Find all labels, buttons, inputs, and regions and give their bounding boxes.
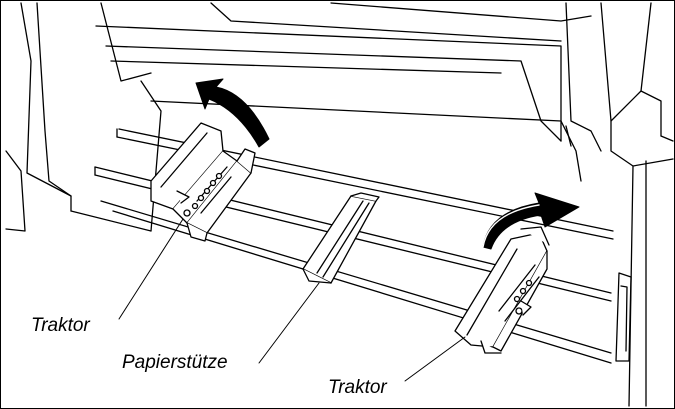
leader-paper-support bbox=[258, 282, 320, 364]
leader-tractor-left bbox=[118, 218, 184, 320]
tractor-right-part bbox=[454, 226, 550, 354]
label-tractor-right: Traktor bbox=[328, 377, 387, 398]
label-paper-support: Papierstütze bbox=[122, 352, 228, 373]
rotate-arrow-right bbox=[482, 192, 580, 250]
label-tractor-left: Traktor bbox=[31, 315, 90, 336]
printer-housing bbox=[5, 2, 674, 407]
tractor-left-part bbox=[150, 122, 256, 242]
rotate-arrow-left bbox=[195, 78, 270, 148]
paper-support-part bbox=[302, 192, 380, 284]
leader-tractor-right bbox=[404, 336, 466, 382]
leader-lines bbox=[118, 218, 466, 382]
